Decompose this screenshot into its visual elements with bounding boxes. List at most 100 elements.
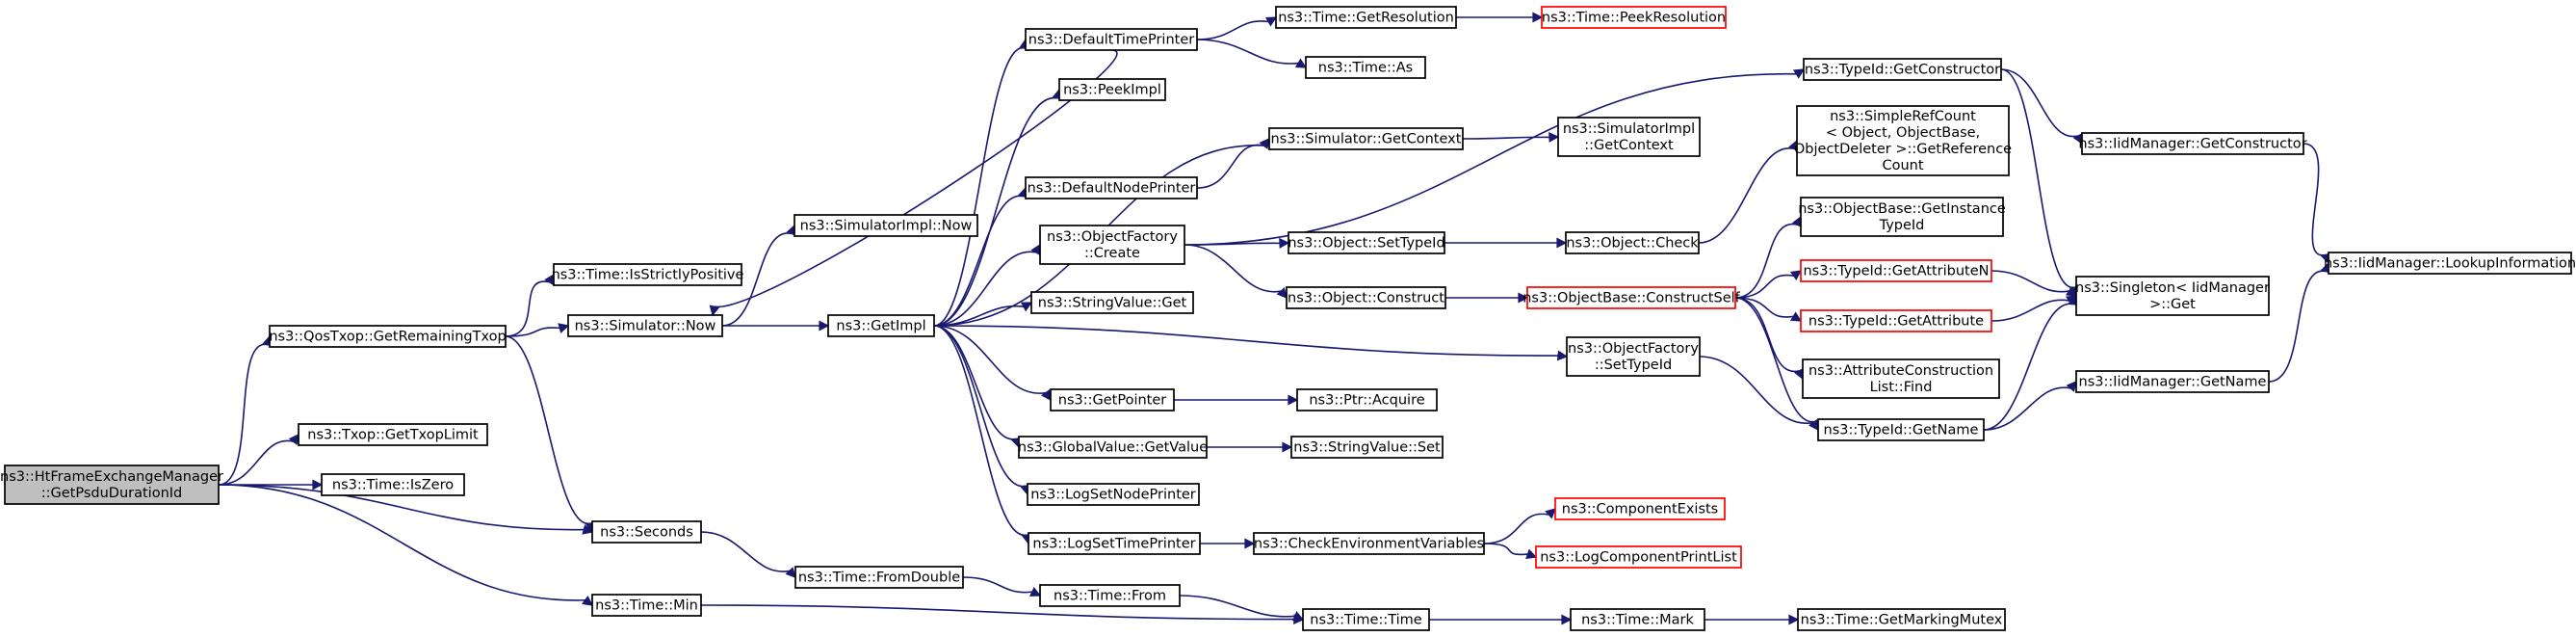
node-label: ns3::DefaultNodePrinter bbox=[1028, 181, 1196, 197]
node-default-time-printer[interactable]: ns3::DefaultTimePrinter bbox=[1025, 28, 1198, 51]
call-edge bbox=[962, 576, 1042, 597]
call-edge bbox=[2303, 143, 2331, 265]
node-string-value-get[interactable]: ns3::StringValue::Get bbox=[1030, 291, 1194, 314]
node-type-id-get-attribute-n[interactable]: ns3::TypeId::GetAttributeN bbox=[1800, 259, 1992, 282]
node-ptr-acquire[interactable]: ns3::Ptr::Acquire bbox=[1296, 388, 1438, 411]
call-edge bbox=[1199, 538, 1256, 549]
node-label: ns3::IidManager::GetConstructor bbox=[2078, 137, 2306, 152]
node-time-as[interactable]: ns3::Time::As bbox=[1305, 56, 1426, 79]
node-time-min[interactable]: ns3::Time::Min bbox=[591, 594, 702, 617]
node-default-node-printer[interactable]: ns3::DefaultNodePrinter bbox=[1025, 176, 1198, 199]
node-label: ns3::TypeId::GetConstructor bbox=[1805, 63, 2000, 78]
call-edge bbox=[218, 433, 299, 486]
node-get-impl[interactable]: ns3::GetImpl bbox=[827, 314, 935, 337]
node-label: ns3::ObjectBase::ConstructSelf bbox=[1522, 291, 1740, 306]
node-get-marking-mutex[interactable]: ns3::Time::GetMarkingMutex bbox=[1797, 608, 2006, 631]
node-root[interactable]: ns3::HtFrameExchangeManager::GetPsduDura… bbox=[0, 464, 223, 505]
node-global-value-get-value[interactable]: ns3::GlobalValue::GetValue bbox=[1018, 436, 1208, 459]
node-obj-check[interactable]: ns3::Object::Check bbox=[1565, 231, 1700, 254]
call-edge bbox=[1734, 270, 1803, 299]
node-iid-get-constructor[interactable]: ns3::IidManager::GetConstructor bbox=[2078, 132, 2307, 155]
node-label: ns3::PeekImpl bbox=[1063, 83, 1161, 98]
call-edge bbox=[1445, 292, 1529, 304]
node-label: ns3::Time::IsStrictlyPositive bbox=[552, 268, 744, 283]
call-edge bbox=[1456, 12, 1544, 23]
node-label: ns3::StringValue::Get bbox=[1038, 296, 1187, 311]
call-edge bbox=[1196, 39, 1308, 68]
node-seconds[interactable]: ns3::Seconds bbox=[591, 520, 702, 544]
node-label: ns3::TypeId::GetAttribute bbox=[1808, 314, 1984, 330]
node-simple-ref-count[interactable]: ns3::SimpleRefCount< Object, ObjectBase,… bbox=[1794, 105, 2012, 176]
call-edge bbox=[709, 49, 1118, 317]
call-edge bbox=[1483, 543, 1538, 559]
node-peek-impl[interactable]: ns3::PeekImpl bbox=[1058, 78, 1166, 101]
node-obj-factory-set-type-id[interactable]: ns3::ObjectFactory::SetTypeId bbox=[1566, 336, 1701, 377]
node-obj-factory-create[interactable]: ns3::ObjectFactory::Create bbox=[1039, 225, 1185, 265]
node-label: List::Find bbox=[1870, 380, 1933, 395]
node-is-strictly-positive[interactable]: ns3::Time::IsStrictlyPositive bbox=[552, 263, 744, 286]
node-sim-get-context[interactable]: ns3::Simulator::GetContext bbox=[1268, 127, 1464, 150]
node-get-resolution[interactable]: ns3::Time::GetResolution bbox=[1275, 6, 1457, 29]
node-label: ns3::IidManager::LookupInformation bbox=[2324, 256, 2576, 272]
node-label: ns3::Txop::GetTxopLimit bbox=[307, 428, 479, 443]
node-label: ns3::Time::PeekResolution bbox=[1542, 11, 1726, 26]
node-log-set-node-printer[interactable]: ns3::LogSetNodePrinter bbox=[1027, 483, 1200, 506]
node-label: ns3::ObjectFactory bbox=[1047, 229, 1178, 245]
call-edge bbox=[505, 323, 570, 337]
node-get-txop-limit[interactable]: ns3::Txop::GetTxopLimit bbox=[298, 423, 488, 446]
node-sim-impl-get-context[interactable]: ns3::SimulatorImpl::GetContext bbox=[1557, 117, 1701, 157]
call-edge bbox=[1184, 68, 1806, 246]
call-edge bbox=[1991, 295, 2078, 322]
node-iid-lookup-information[interactable]: ns3::IidManager::LookupInformation bbox=[2324, 252, 2576, 275]
node-string-value-set[interactable]: ns3::StringValue::Set bbox=[1290, 436, 1444, 459]
call-edge bbox=[2000, 68, 2083, 146]
node-label: ns3::LogComponentPrintList bbox=[1540, 550, 1737, 566]
call-edge bbox=[1206, 441, 1293, 453]
call-edge bbox=[1704, 614, 1800, 625]
call-edge bbox=[700, 531, 796, 578]
call-edge bbox=[1983, 380, 2077, 431]
node-label: ns3::Ptr::Acquire bbox=[1309, 393, 1424, 409]
node-component-exists[interactable]: ns3::ComponentExists bbox=[1554, 497, 1726, 520]
node-label: ns3::ObjectBase::GetInstance bbox=[1798, 201, 2006, 217]
node-label: ::GetContext bbox=[1584, 138, 1674, 153]
node-sim-impl-now[interactable]: ns3::SimulatorImpl::Now bbox=[794, 214, 978, 237]
node-label: ns3::SimpleRefCount bbox=[1830, 109, 1976, 124]
node-time-time[interactable]: ns3::Time::Time bbox=[1302, 608, 1430, 631]
node-get-pointer[interactable]: ns3::GetPointer bbox=[1050, 388, 1175, 411]
node-time-from[interactable]: ns3::Time::From bbox=[1039, 584, 1181, 607]
call-edge bbox=[933, 88, 1063, 327]
node-obj-base-construct-self[interactable]: ns3::ObjectBase::ConstructSelf bbox=[1522, 286, 1741, 309]
call-edge bbox=[1429, 614, 1573, 625]
node-label: ns3::TypeId::GetName bbox=[1824, 423, 1979, 438]
node-label: ns3::Simulator::GetContext bbox=[1271, 132, 1462, 147]
node-type-id-get-constructor[interactable]: ns3::TypeId::GetConstructor bbox=[1803, 58, 2002, 81]
node-type-id-get-attribute[interactable]: ns3::TypeId::GetAttribute bbox=[1800, 309, 1992, 332]
node-sim-now[interactable]: ns3::Simulator::Now bbox=[567, 314, 723, 337]
node-obj-set-type-id[interactable]: ns3::Object::SetTypeId bbox=[1288, 231, 1445, 254]
node-label: TypeId bbox=[1879, 218, 1925, 233]
node-iid-get-name[interactable]: ns3::IidManager::GetName bbox=[2075, 370, 2270, 393]
call-edge bbox=[2268, 261, 2331, 383]
node-obj-construct[interactable]: ns3::Object::Construct bbox=[1286, 286, 1446, 309]
node-label: ns3::Simulator::Now bbox=[575, 319, 716, 334]
node-get-remaining-txop[interactable]: ns3::QosTxop::GetRemainingTxop bbox=[269, 325, 507, 348]
node-log-component-print-list[interactable]: ns3::LogComponentPrintList bbox=[1535, 545, 1742, 569]
node-log-set-time-printer[interactable]: ns3::LogSetTimePrinter bbox=[1028, 532, 1201, 555]
node-singleton-get[interactable]: ns3::Singleton< IidManager>::Get bbox=[2075, 276, 2270, 316]
node-label: ns3::Object::Check bbox=[1566, 236, 1699, 252]
call-edge bbox=[933, 302, 1033, 327]
node-type-id-get-name[interactable]: ns3::TypeId::GetName bbox=[1817, 418, 1985, 441]
node-peek-resolution[interactable]: ns3::Time::PeekResolution bbox=[1541, 6, 1727, 29]
node-from-double[interactable]: ns3::Time::FromDouble bbox=[794, 566, 964, 589]
node-check-env-vars[interactable]: ns3::CheckEnvironmentVariables bbox=[1253, 532, 1485, 555]
node-time-mark[interactable]: ns3::Time::Mark bbox=[1570, 608, 1705, 631]
node-label: ns3::SimulatorImpl bbox=[1563, 121, 1695, 137]
node-label: ns3::GetPointer bbox=[1058, 393, 1167, 409]
call-edge bbox=[1196, 16, 1278, 40]
node-is-zero[interactable]: ns3::Time::IsZero bbox=[321, 473, 465, 496]
node-label: Count bbox=[1882, 158, 1923, 173]
